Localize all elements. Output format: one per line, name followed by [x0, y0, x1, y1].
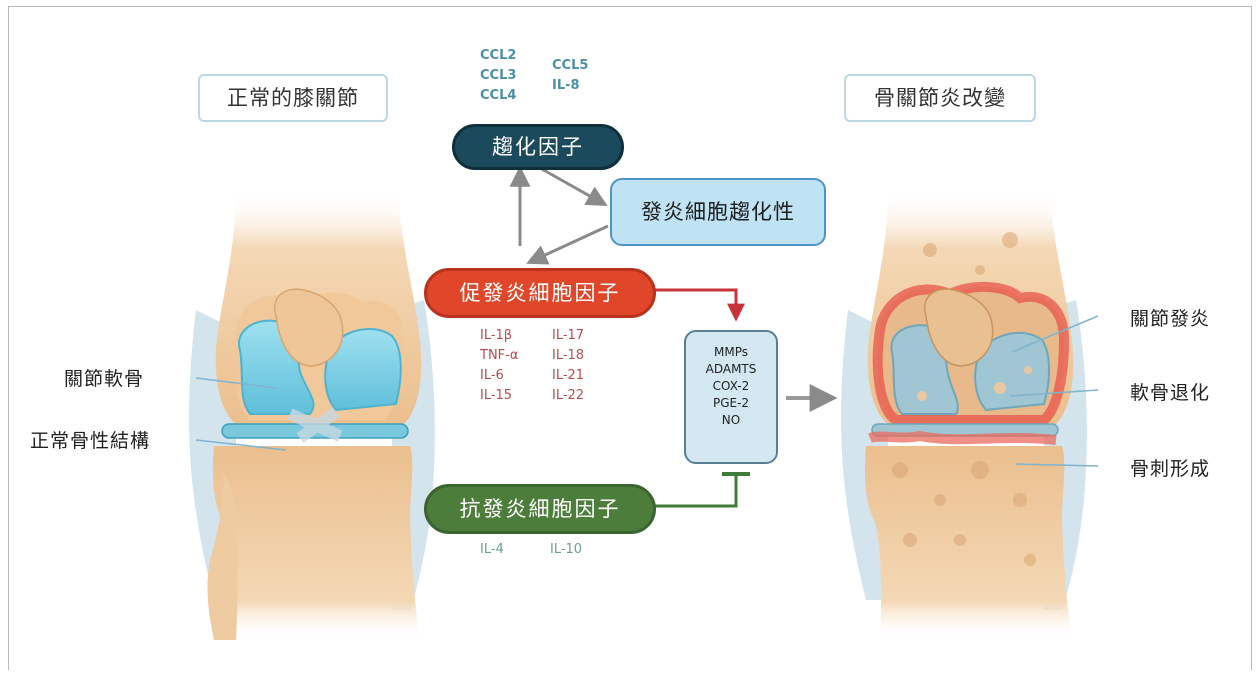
chemokine-item: CCL3 [480, 66, 516, 86]
chemokine-node: 趨化因子 [452, 124, 624, 170]
mediator-item: NO [686, 412, 776, 429]
normal-knee-illustration [189, 190, 435, 640]
inhibition-anti-to-mediators [652, 474, 736, 506]
osteoarthritis-knee-illustration [841, 190, 1087, 640]
pro-cytokine-list-right: IL-17 IL-18 IL-21 IL-22 [552, 326, 584, 406]
pro-cytokine-item: IL-17 [552, 326, 584, 346]
callout-normal-bone: 正常骨性結構 [30, 426, 150, 453]
pro-cytokine-item: IL-6 [480, 366, 518, 386]
mediator-item: PGE-2 [686, 395, 776, 412]
chemokine-item: CCL4 [480, 86, 516, 106]
callout-joint-inflammation: 關節發炎 [1130, 304, 1210, 331]
mediator-item: MMPs [686, 344, 776, 361]
normal-knee-title: 正常的膝關節 [198, 74, 388, 122]
pro-cytokine-item: IL-15 [480, 386, 518, 406]
osteoarthritis-title: 骨關節炎改變 [844, 74, 1036, 122]
pro-cytokine-item: IL-1β [480, 326, 518, 346]
mediator-item: ADAMTS [686, 361, 776, 378]
pro-cytokine-item: IL-22 [552, 386, 584, 406]
chemokine-list-left: CCL2 CCL3 CCL4 [480, 46, 516, 106]
callout-cartilage-degeneration: 軟骨退化 [1130, 378, 1210, 405]
anti-cytokine-item: IL-4 [480, 540, 504, 560]
anti-inflammatory-node: 抗發炎細胞因子 [424, 484, 656, 534]
callout-osteophyte: 骨刺形成 [1130, 454, 1210, 481]
mediators-box: MMPs ADAMTS COX-2 PGE-2 NO [684, 330, 778, 464]
pro-cytokine-list-left: IL-1β TNF-α IL-6 IL-15 [480, 326, 518, 406]
chemokine-item: IL-8 [552, 76, 588, 96]
anti-cytokine-item: IL-10 [550, 540, 582, 560]
chemokine-item: CCL5 [552, 56, 588, 76]
pro-cytokine-item: IL-21 [552, 366, 584, 386]
arrow-chemotaxis-to-pro [530, 226, 608, 262]
arrow-chemokine-to-chemotaxis [540, 168, 604, 204]
chemokine-item: CCL2 [480, 46, 516, 66]
arrow-pro-to-mediators [652, 290, 736, 318]
pro-inflammatory-node: 促發炎細胞因子 [424, 268, 656, 318]
mediator-item: COX-2 [686, 378, 776, 395]
callout-articular-cartilage: 關節軟骨 [64, 364, 144, 391]
chemotaxis-node: 發炎細胞趨化性 [610, 178, 826, 246]
pro-cytokine-item: TNF-α [480, 346, 518, 366]
pro-cytokine-item: IL-18 [552, 346, 584, 366]
chemokine-list-right: CCL5 IL-8 [552, 56, 588, 96]
